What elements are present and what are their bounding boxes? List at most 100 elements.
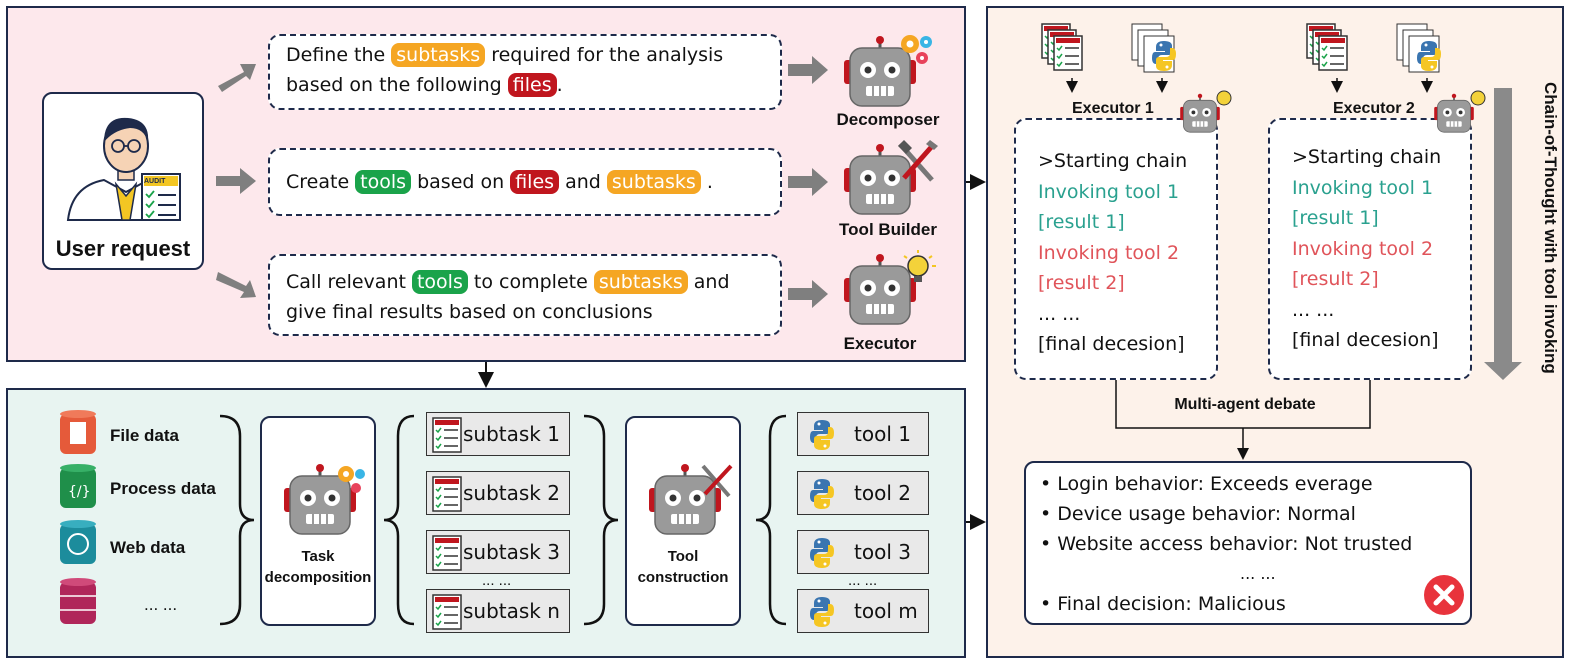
python-icon: [810, 597, 834, 627]
tool-construction-box: Tool construction: [625, 416, 741, 626]
keyword-highlight: files: [510, 170, 560, 194]
task-text: give final results based on conclusions: [286, 301, 653, 323]
auditor-person-icon: [66, 117, 181, 221]
decomposer-robot-icon: [282, 462, 365, 536]
python-icon: [810, 479, 834, 509]
user-request-box: AUDIT User request: [42, 92, 204, 270]
chain-step: [result 2]: [1038, 272, 1125, 294]
data-source-label: Web data: [110, 538, 186, 557]
decomposer-label: Decomposer: [836, 110, 940, 129]
braces: [219, 414, 787, 626]
subtask-label: subtask 2: [463, 481, 560, 505]
task-text: Define the: [286, 44, 392, 66]
chain-step: ... ...: [1292, 298, 1335, 321]
data-source-label: File data: [110, 426, 179, 445]
subtask-item: subtask n: [426, 589, 570, 633]
task-text: Create: [286, 171, 356, 193]
task-text: based on the following: [286, 74, 508, 96]
subtask-item: subtask 1: [426, 412, 570, 456]
task-text: .: [700, 171, 713, 193]
executor-robot-icon: [1433, 90, 1486, 134]
svg-text:{/}: {/}: [68, 484, 91, 500]
chain-step: [result 2]: [1292, 268, 1379, 290]
chain-step: Invoking tool 2: [1292, 237, 1434, 260]
build-tools-task-box: Create tools based on files and subtasks…: [268, 148, 782, 216]
cot-down-arrow: [1484, 88, 1522, 380]
multi-agent-debate-label: Multi-agent debate: [1174, 396, 1316, 413]
task-decomposition-label: Task decomposition: [264, 548, 372, 586]
executor-robot-icon: [1179, 90, 1232, 134]
task-to-robot-arrows: [788, 56, 828, 308]
tool-label: tool 3: [854, 540, 911, 564]
chain-of-thought-label: Chain-of-Thought with tool invoking: [1541, 82, 1560, 374]
result-line: ... ...: [1240, 564, 1276, 583]
tool-item: tool 2: [797, 471, 929, 515]
chain-step: Invoking tool 1: [1038, 180, 1180, 203]
task-decomposition-box: Task decomposition: [260, 416, 376, 626]
tool-builder-robot-icon: [647, 462, 733, 536]
task-text: .: [556, 74, 563, 96]
keyword-highlight: tools: [355, 170, 412, 194]
python-files-icon: [1396, 23, 1441, 73]
tool-item: tool m: [797, 589, 929, 633]
process-data-icon: {/}: [60, 464, 96, 508]
keyword-highlight: subtasks: [391, 43, 486, 67]
web-data-icon: [60, 520, 96, 564]
execute-task-box: Call relevant tools to complete subtasks…: [268, 254, 782, 336]
chain-step: [result 1]: [1038, 211, 1125, 233]
chain-step: >Starting chain: [1292, 146, 1442, 168]
keyword-highlight: tools: [411, 270, 468, 294]
chain-step: ... ...: [1038, 302, 1081, 325]
task-text: and: [687, 271, 730, 293]
subtask-files-icon: [1041, 23, 1083, 71]
final-result-box: • Login behavior: Exceeds everage• Devic…: [1024, 461, 1472, 625]
other-data-icon: [60, 578, 96, 624]
keyword-highlight: subtasks: [593, 270, 688, 294]
result-line: • Login behavior: Exceeds everage: [1040, 473, 1373, 495]
subtask-ellipsis: ... ...: [482, 572, 512, 589]
subtask-label: subtask 3: [463, 540, 560, 564]
tool-construction-label: Tool construction: [637, 548, 729, 586]
executor-title: Executor 2: [1333, 100, 1415, 117]
task-text: based on: [411, 171, 511, 193]
malicious-x-icon: [1424, 575, 1464, 615]
tool-label: tool m: [854, 599, 918, 623]
audit-badge: AUDIT: [144, 178, 166, 185]
chain-step: >Starting chain: [1038, 150, 1188, 172]
tool-item: tool 1: [797, 412, 929, 456]
keyword-highlight: subtasks: [606, 170, 701, 194]
checklist-icon: [432, 476, 462, 512]
checklist-icon: [432, 417, 462, 453]
user-request-label: User request: [55, 236, 191, 261]
subtask-label: subtask n: [463, 599, 560, 623]
chain-step: [final decesion]: [1038, 333, 1185, 355]
subtask-files-icon: [1306, 23, 1348, 71]
decomposer-robot-icon: [842, 34, 932, 108]
subtask-label: subtask 1: [463, 422, 560, 446]
result-line: • Website access behavior: Not trusted: [1040, 533, 1413, 555]
tool-ellipsis: ... ...: [848, 572, 878, 589]
subtask-item: subtask 2: [426, 471, 570, 515]
chain-step: Invoking tool 1: [1292, 176, 1434, 199]
tool-builder-robot-icon: [842, 140, 938, 216]
task-text: to complete: [467, 271, 594, 293]
task-text: Call relevant: [286, 271, 412, 293]
decompose-task-box: Define the subtasks required for the ana…: [268, 34, 782, 110]
keyword-highlight: files: [507, 73, 557, 97]
result-line: • Final decision: Malicious: [1040, 593, 1286, 615]
chain-step: Invoking tool 2: [1038, 241, 1180, 264]
tool-label: tool 1: [854, 422, 911, 446]
chain-step: [final decesion]: [1292, 329, 1439, 351]
tool-item: tool 3: [797, 530, 929, 574]
python-files-icon: [1131, 23, 1176, 73]
file-data-icon: [60, 410, 96, 454]
task-text: required for the analysis: [485, 44, 724, 66]
data-source-icons: {/}: [60, 410, 96, 624]
task-text: and: [559, 171, 607, 193]
tool-builder-label: Tool Builder: [839, 220, 937, 239]
checklist-icon: [432, 535, 462, 571]
python-icon: [810, 538, 834, 568]
